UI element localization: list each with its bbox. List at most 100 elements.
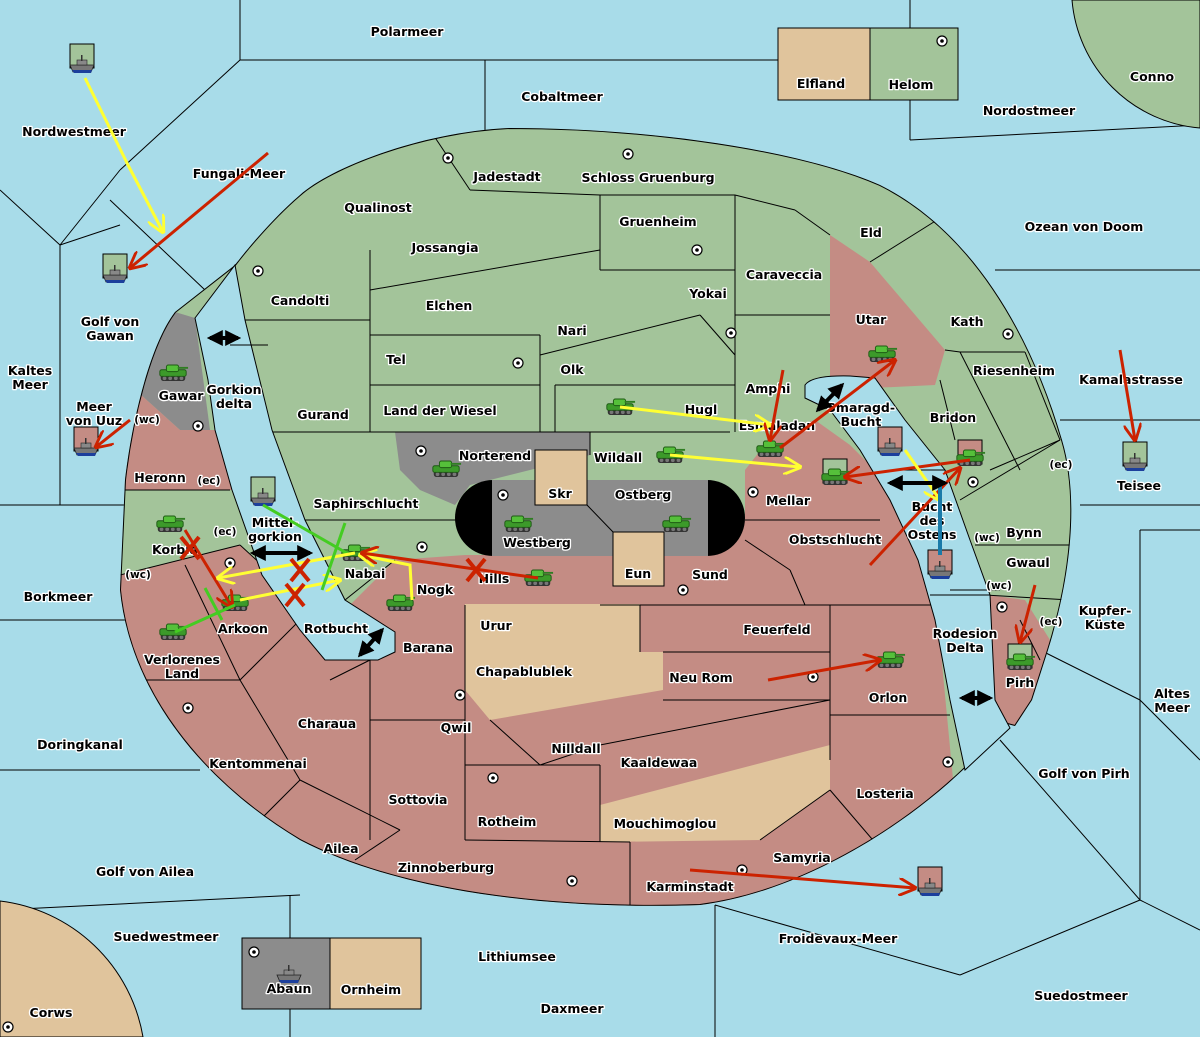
region-label-kentommenai[interactable]: Kentommenai: [208, 755, 308, 773]
region-label-hugl[interactable]: Hugl: [683, 401, 718, 419]
fleet-unit[interactable]: [69, 43, 95, 74]
region-label-suedwestmeer[interactable]: Suedwestmeer: [112, 928, 220, 946]
region-label-gawar[interactable]: Gawar: [157, 387, 205, 405]
region-label-golf-von-pirh[interactable]: Golf von Pirh: [1037, 765, 1131, 783]
region-label-qwil[interactable]: Qwil: [439, 719, 472, 737]
region-label-gwaul[interactable]: Gwaul: [1005, 554, 1051, 572]
region-label-fungali-meer[interactable]: Fungali-Meer: [191, 165, 287, 183]
region-label-borkmeer[interactable]: Borkmeer: [22, 588, 94, 606]
region-label-ostberg[interactable]: Ostberg: [613, 486, 672, 504]
region-label-sottovia[interactable]: Sottovia: [387, 791, 449, 809]
fleet-unit[interactable]: [917, 866, 943, 897]
region-label-caraveccia[interactable]: Caraveccia: [745, 266, 824, 284]
region-label-qualinost[interactable]: Qualinost: [343, 199, 413, 217]
region-label-zinnoberburg[interactable]: Zinnoberburg: [397, 859, 496, 877]
region-label-jadestadt[interactable]: Jadestadt: [471, 168, 542, 186]
region-label-abaun[interactable]: Abaun: [265, 980, 312, 998]
region-label-nordostmeer[interactable]: Nordostmeer: [982, 102, 1078, 120]
region-label-heronn[interactable]: Heronn: [133, 469, 187, 487]
fleet-unit[interactable]: [73, 426, 99, 457]
region-label-jossangia[interactable]: Jossangia: [409, 239, 480, 257]
fleet-unit[interactable]: [877, 426, 903, 457]
region-label-teisee[interactable]: Teisee: [1116, 477, 1163, 495]
region-label-ailea[interactable]: Ailea: [322, 840, 360, 858]
region-label-losteria[interactable]: Losteria: [855, 785, 915, 803]
region-label-saphirschlucht[interactable]: Saphirschlucht: [312, 495, 420, 513]
region-label-candolti[interactable]: Candolti: [269, 292, 330, 310]
region-label-bridon[interactable]: Bridon: [928, 409, 977, 427]
region-label-karminstadt[interactable]: Karminstadt: [645, 878, 735, 896]
region-label-mittel-gorkion[interactable]: Mittel-gorkion: [247, 514, 303, 546]
region-label-utar[interactable]: Utar: [854, 311, 888, 329]
region-label-neu-rom[interactable]: Neu Rom: [668, 669, 734, 687]
region-label-tel[interactable]: Tel: [385, 351, 407, 369]
region-label-froidevaux-meer[interactable]: Froidevaux-Meer: [777, 930, 899, 948]
region-label-amphi[interactable]: Amphi: [744, 380, 791, 398]
region-label-ozean-von-doom[interactable]: Ozean von Doom: [1023, 218, 1144, 236]
region-label-obstschlucht[interactable]: Obstschlucht: [788, 531, 883, 549]
region-label-samyria[interactable]: Samyria: [772, 849, 832, 867]
region-label-riesenheim[interactable]: Riesenheim: [972, 362, 1057, 380]
army-unit[interactable]: [1006, 643, 1036, 671]
region-label-nari[interactable]: Nari: [556, 322, 588, 340]
region-label-rotheim[interactable]: Rotheim: [476, 813, 537, 831]
region-label-conno[interactable]: Conno: [1129, 68, 1176, 86]
region-label-barana[interactable]: Barana: [402, 639, 455, 657]
region-label-chapablublek[interactable]: Chapablublek: [475, 663, 574, 681]
region-label-lithiumsee[interactable]: Lithiumsee: [477, 948, 557, 966]
region-label-eld[interactable]: Eld: [859, 224, 883, 242]
region-label-elfland[interactable]: Elfland: [796, 75, 847, 93]
region-label-orlon[interactable]: Orlon: [867, 689, 908, 707]
region-label-charaua[interactable]: Charaua: [296, 715, 357, 733]
region-label-suedostmeer[interactable]: Suedostmeer: [1033, 987, 1130, 1005]
fleet-unit[interactable]: [250, 476, 276, 507]
fleet-unit[interactable]: [1122, 441, 1148, 472]
region-label-bynn[interactable]: Bynn: [1005, 524, 1043, 542]
region-label-kaaldewaa[interactable]: Kaaldewaa: [619, 754, 698, 772]
region-label-hills[interactable]: Hills: [477, 570, 510, 588]
region-label-olk[interactable]: Olk: [559, 361, 586, 379]
region-label-wildall[interactable]: Wildall: [593, 449, 644, 467]
region-label-pirh[interactable]: Pirh: [1004, 674, 1035, 692]
fleet-unit[interactable]: [102, 253, 128, 284]
region-label-westberg[interactable]: Westberg: [502, 534, 572, 552]
region-label-daxmeer[interactable]: Daxmeer: [539, 1000, 605, 1018]
region-label-mouchimoglou[interactable]: Mouchimoglou: [612, 815, 717, 833]
army-unit[interactable]: [821, 458, 851, 486]
region-label-yokai[interactable]: Yokai: [687, 285, 728, 303]
region-label-corws[interactable]: Corws: [28, 1004, 74, 1022]
region-label-golf-von-ailea[interactable]: Golf von Ailea: [95, 863, 196, 881]
region-label-land-der-wiesel[interactable]: Land der Wiesel: [382, 402, 498, 420]
region-label-helom[interactable]: Helom: [887, 76, 934, 94]
region-label-nogk[interactable]: Nogk: [416, 581, 456, 599]
region-label-arkoon[interactable]: Arkoon: [217, 620, 269, 638]
region-label-ornheim[interactable]: Ornheim: [340, 981, 403, 999]
region-label-urur[interactable]: Urur: [479, 617, 514, 635]
region-label-kamalastrasse[interactable]: Kamalastrasse: [1078, 371, 1184, 389]
region-label-nabai[interactable]: Nabai: [343, 565, 386, 583]
region-label-elchen[interactable]: Elchen: [424, 297, 473, 315]
region-label-norterend[interactable]: Norterend: [458, 447, 533, 465]
region-label-schloss-gruenburg[interactable]: Schloss Gruenburg: [580, 169, 716, 187]
region-label-kupfer-küste[interactable]: Kupfer-Küste: [1077, 602, 1132, 634]
region-label-doringkanal[interactable]: Doringkanal: [36, 736, 124, 754]
region-label-sund[interactable]: Sund: [691, 566, 729, 584]
region-label-feuerfeld[interactable]: Feuerfeld: [742, 621, 812, 639]
region-label-polarmeer[interactable]: Polarmeer: [369, 23, 445, 41]
region-label-gurand[interactable]: Gurand: [296, 406, 350, 424]
region-label-kath[interactable]: Kath: [949, 313, 985, 331]
region-label-eun[interactable]: Eun: [624, 565, 653, 583]
region-label-mellar[interactable]: Mellar: [765, 492, 813, 510]
region-label-nordwestmeer[interactable]: Nordwestmeer: [21, 123, 128, 141]
region-label-nilldall[interactable]: Nilldall: [550, 740, 602, 758]
region-label-gruenheim[interactable]: Gruenheim: [618, 213, 698, 231]
region-label-cobaltmeer[interactable]: Cobaltmeer: [520, 88, 605, 106]
